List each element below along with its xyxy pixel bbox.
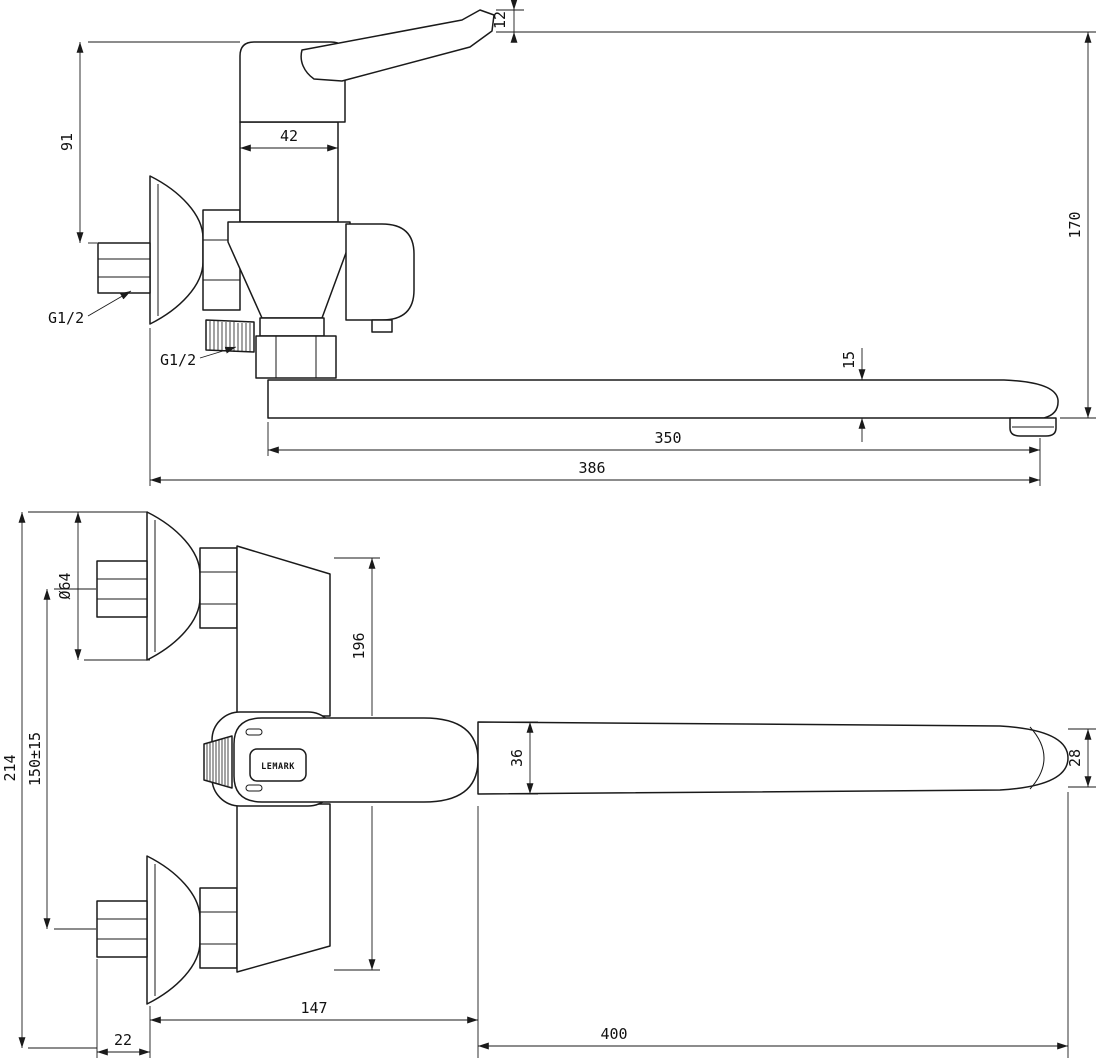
thread-text-inlet: G1/2	[48, 309, 84, 327]
dim-text-15: 15	[840, 351, 858, 369]
dim-text-147: 147	[300, 999, 327, 1017]
dim-spout-length: 400	[478, 792, 1069, 1058]
inlet-nipple-facets	[98, 258, 150, 278]
nut-bottom	[199, 887, 238, 969]
diverter-knurl-hatch-plan	[206, 738, 229, 786]
spout-nut-facets	[275, 336, 317, 378]
spout-nut-side	[255, 335, 337, 379]
dim-overall-height: 170	[496, 31, 1096, 419]
shower-elbow-side	[345, 223, 415, 321]
dim-spout-height: 15	[840, 348, 866, 442]
nipple-bottom-facets	[97, 918, 147, 940]
body-arm-bottom	[236, 803, 331, 973]
handle-lever-side	[300, 9, 495, 82]
dim-spout-tip-width: 28	[1066, 728, 1096, 788]
dim-text-22: 22	[114, 1031, 132, 1049]
dim-nipple-length: 22	[96, 959, 150, 1058]
nipple-bottom	[96, 900, 148, 958]
dim-text-196: 196	[350, 632, 368, 659]
nipple-top-facets	[97, 578, 147, 600]
dim-text-386: 386	[578, 459, 605, 477]
spout-plan	[477, 721, 1069, 795]
dim-flange-diameter: Ø64	[56, 511, 150, 661]
dim-text-170: 170	[1066, 211, 1084, 238]
dim-text-36: 36	[508, 749, 526, 767]
nut-top-facets	[200, 571, 237, 605]
nipple-top	[96, 560, 148, 618]
body-column-side	[239, 121, 339, 223]
elbow-screw	[371, 319, 393, 333]
thread-text-shower: G1/2	[160, 351, 196, 369]
leader-line	[87, 290, 132, 317]
dim-text-12: 12	[491, 11, 509, 29]
valve-block-side	[227, 221, 351, 319]
plan-view: LEMARK 214 Ø64 150±15	[1, 511, 1096, 1058]
label-inlet-thread: G1/2	[48, 290, 132, 327]
brand-logo-text: LEMARK	[261, 762, 295, 772]
spout-tip-inner-arc	[1029, 726, 1045, 790]
nut-bottom-facets	[200, 911, 237, 945]
dim-spout-width: 36	[484, 721, 538, 795]
brand-plate	[249, 748, 307, 782]
leader-line	[199, 346, 237, 359]
dim-text-64: Ø64	[56, 572, 74, 599]
inlet-nipple-side	[97, 242, 151, 294]
dim-body-reach: 147	[149, 806, 479, 1058]
dim-overall-height-plan: 214	[1, 511, 148, 1049]
dim-body-width: 42	[240, 127, 338, 152]
nut-top	[199, 547, 238, 629]
dim-body-span: 196	[334, 557, 380, 971]
handle-slot-top	[245, 728, 263, 736]
dim-text-28: 28	[1066, 749, 1084, 767]
spout-tube-side	[267, 379, 1059, 419]
diverter-knurl-hatch	[209, 321, 251, 352]
dim-text-42: 42	[280, 127, 298, 145]
label-shower-thread: G1/2	[160, 346, 237, 369]
handle-slot-bottom	[245, 784, 263, 792]
dim-handle-rise: 12	[491, 0, 524, 43]
dim-text-91: 91	[58, 133, 76, 151]
side-view: 12 91 42 170 15	[48, 0, 1096, 486]
dim-text-400: 400	[600, 1025, 627, 1043]
dim-overall-reach: 386	[149, 328, 1040, 486]
spout-collar-side	[259, 317, 325, 337]
dim-mounting-centers: 150±15	[26, 588, 96, 930]
dim-text-214: 214	[1, 754, 19, 781]
dim-text-150: 150±15	[26, 732, 44, 786]
body-arm-top	[236, 545, 331, 717]
dim-spout-reach: 350	[267, 422, 1041, 486]
dim-text-350: 350	[654, 429, 681, 447]
dim-handle-height: 91	[58, 41, 240, 244]
